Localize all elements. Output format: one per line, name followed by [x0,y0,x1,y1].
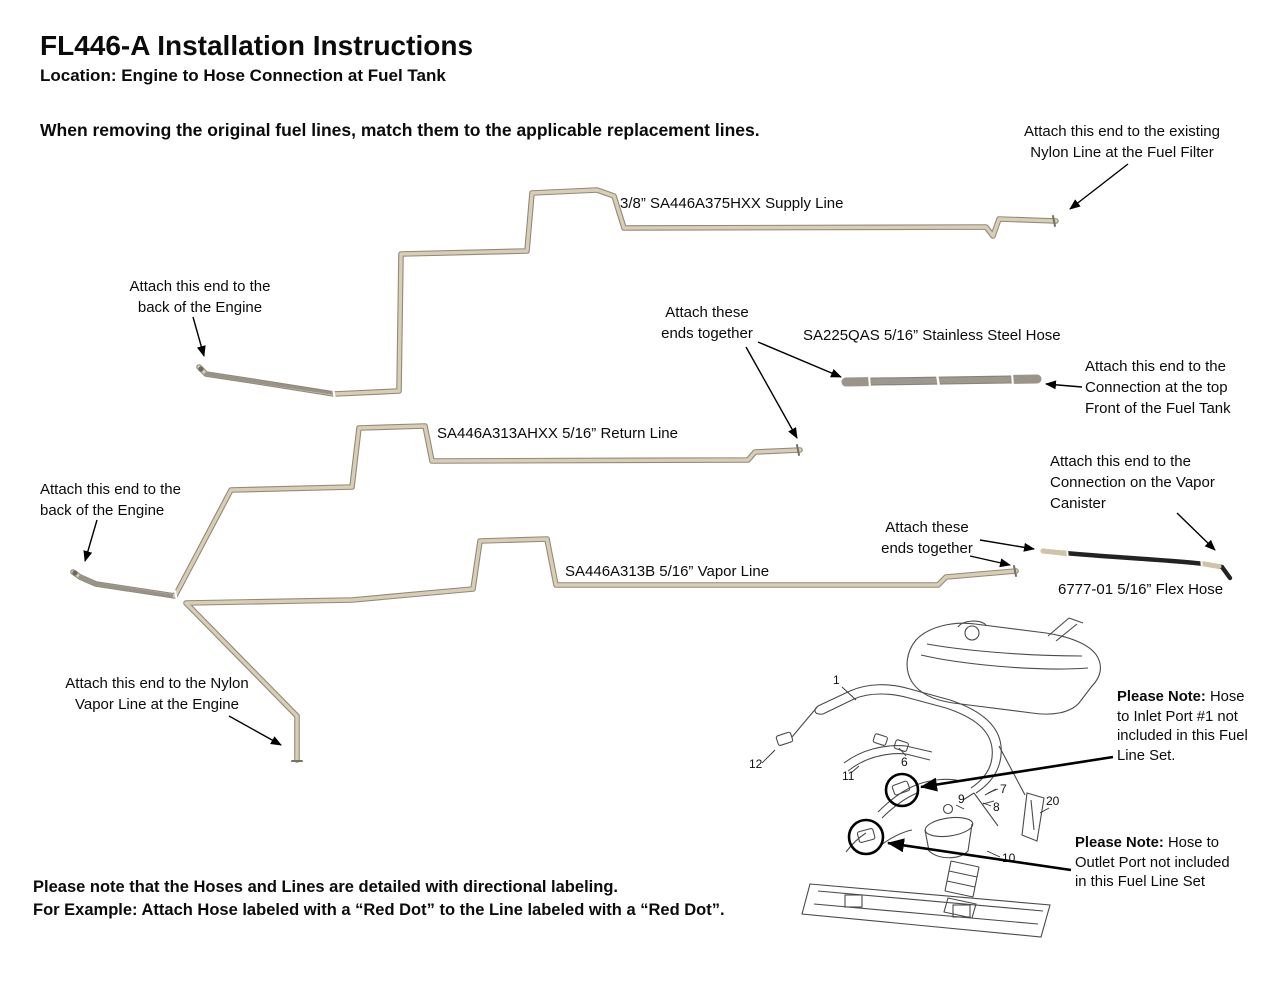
footer-line-2: For Example: Attach Hose labeled with a … [33,901,725,919]
arrow-engine-back-2 [83,519,98,562]
highlight-circle-inlet [884,772,920,808]
note-outlet-text: Hose to Outlet Port not included in this… [1075,835,1230,890]
arrow-ends-together-1b [745,346,798,439]
callout-vapor-canister: Attach this end to the Connection on the… [1050,453,1215,512]
part-number-1: 1 [833,673,840,687]
part-number-11: 11 [842,769,855,783]
arrow-note-inlet [920,755,1114,792]
arrow-fuel-tank-front [1045,380,1083,390]
stainless-steel-hose [841,372,1042,389]
supply-engine-fitting [198,366,204,372]
flex-hose [1040,547,1233,581]
part-number-7: 7 [1000,782,1007,796]
arrow-engine-back-1 [192,316,206,357]
flex-hose-left-fitting [1040,548,1069,556]
part-number-9: 9 [958,792,965,806]
arrow-ends-together-1a [757,341,842,378]
callout-engine-back-2: Attach this end to the back of the Engin… [40,481,181,519]
return-line [70,423,803,602]
note-outlet-port: Please Note: Hose to Outlet Port not inc… [1075,834,1243,893]
arrow-nylon-vapor [228,715,282,746]
arrow-fuel-filter [1069,163,1129,210]
arrow-ends-together-2a [979,539,1035,552]
return-engine-fitting [72,570,78,576]
note-inlet-port: Please Note: Hose to Inlet Port #1 not i… [1117,688,1259,766]
flex-hose-label: 6777-01 5/16” Flex Hose [1058,581,1224,598]
supply-line-label: 3/8” SA446A375HXX Supply Line [620,195,844,212]
callout-ends-together-2: Attach these ends together [881,519,973,557]
arrow-note-outlet [887,838,1072,872]
supply-line [196,187,1059,400]
callout-ends-together-1: Attach these ends together [661,304,753,342]
footer-line-1: Please note that the Hoses and Lines are… [33,878,618,896]
note-inlet-bold: Please Note: [1117,689,1206,705]
callout-nylon-vapor: Attach this end to the Nylon Vapor Line … [65,675,249,713]
note-outlet-bold: Please Note: [1075,835,1164,851]
supply-braided-section [204,372,334,395]
arrow-ends-together-2b [969,555,1011,568]
page-subtitle: Location: Engine to Hose Connection at F… [40,66,446,85]
part-number-10: 10 [1002,851,1016,865]
stainless-hose-label: SA225QAS 5/16” Stainless Steel Hose [803,327,1061,344]
note-inlet-text: Hose to Inlet Port #1 not included in th… [1117,689,1248,764]
return-braided-section [78,575,175,598]
flex-hose-right-fitting [1200,561,1222,569]
page-title: FL446-A Installation Instructions [40,30,474,61]
vapor-line [183,536,1019,763]
return-line-label: SA446A313AHXX 5/16” Return Line [437,425,678,442]
fuel-tank-illustration [761,617,1101,938]
callout-fuel-tank-front: Attach this end to the Connection at the… [1085,358,1231,417]
callout-engine-back-1: Attach this end to the back of the Engin… [129,278,271,316]
highlight-circle-outlet [847,818,885,856]
part-number-20: 20 [1046,794,1060,808]
part-number-12: 12 [749,757,763,771]
arrow-vapor-canister [1176,512,1216,551]
part-number-8: 8 [993,800,1000,814]
vapor-line-label: SA446A313B 5/16” Vapor Line [565,563,770,580]
callout-fuel-filter: Attach this end to the existing Nylon Li… [1024,123,1220,161]
intro-text: When removing the original fuel lines, m… [40,120,760,140]
part-number-6: 6 [901,755,908,769]
